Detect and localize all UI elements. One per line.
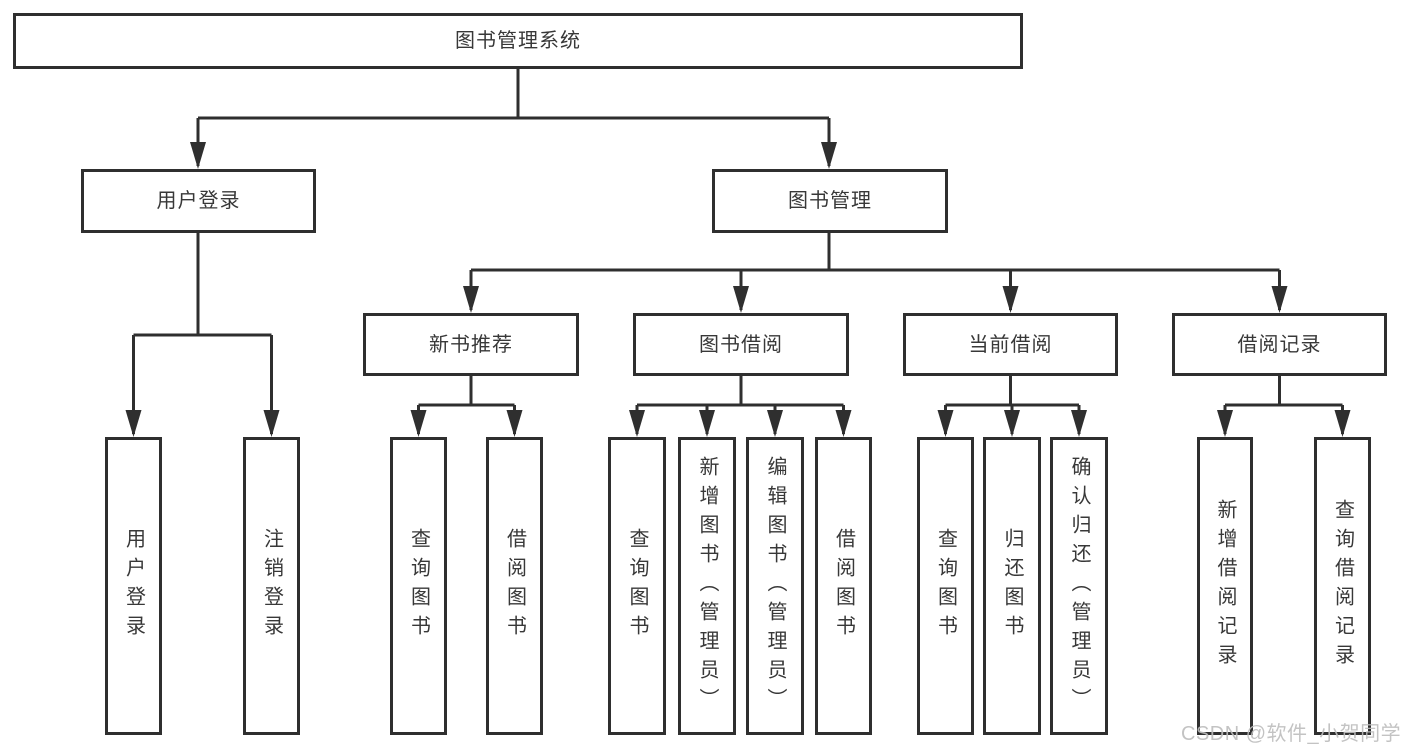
node-book-management-label: 图书管理	[788, 190, 872, 212]
node-root-label: 图书管理系统	[455, 30, 581, 52]
node-new-book-recommend-label: 新书推荐	[429, 333, 513, 356]
leaf-confirm-return-admin-label: 确认归还（管理员）	[1068, 455, 1090, 717]
leaf-add-book-admin: 新增图书（管理员）	[678, 437, 736, 735]
leaf-add-borrow-record-label: 新增借阅记录	[1214, 499, 1236, 673]
node-user-login: 用户登录	[81, 169, 316, 233]
leaf-confirm-return-admin: 确认归还（管理员）	[1050, 437, 1108, 735]
leaf-query-books-current: 查询图书	[917, 437, 974, 735]
leaf-query-books-borrow: 查询图书	[608, 437, 666, 735]
node-user-login-label: 用户登录	[156, 190, 241, 212]
leaf-borrow-books: 借阅图书	[815, 437, 872, 735]
leaf-borrow-books-recommend-label: 借阅图书	[503, 528, 526, 644]
leaf-query-books-recommend-label: 查询图书	[407, 528, 430, 644]
node-current-borrow-label: 当前借阅	[968, 333, 1053, 356]
leaf-query-borrow-record-label: 查询借阅记录	[1331, 499, 1354, 673]
leaf-add-book-admin-label: 新增图书（管理员）	[696, 455, 718, 717]
leaf-logout-label: 注销登录	[260, 528, 283, 644]
node-borrow-records: 借阅记录	[1172, 313, 1387, 376]
leaf-query-books-borrow-label: 查询图书	[626, 528, 648, 644]
node-book-borrow-label: 图书借阅	[699, 333, 783, 356]
leaf-query-borrow-record: 查询借阅记录	[1314, 437, 1371, 735]
leaf-logout: 注销登录	[243, 437, 300, 735]
leaf-borrow-books-recommend: 借阅图书	[486, 437, 543, 735]
leaf-return-books-label: 归还图书	[1001, 528, 1023, 644]
node-new-book-recommend: 新书推荐	[363, 313, 579, 376]
node-borrow-records-label: 借阅记录	[1237, 333, 1322, 356]
leaf-query-books-recommend: 查询图书	[390, 437, 447, 735]
node-root: 图书管理系统	[13, 13, 1023, 69]
leaf-edit-book-admin: 编辑图书（管理员）	[746, 437, 804, 735]
leaf-add-borrow-record: 新增借阅记录	[1197, 437, 1253, 735]
csdn-watermark: CSDN @软件_小贺同学	[1181, 723, 1402, 745]
leaf-return-books: 归还图书	[983, 437, 1041, 735]
leaf-user-login-label: 用户登录	[122, 528, 145, 644]
leaf-borrow-books-label: 借阅图书	[832, 528, 855, 644]
leaf-user-login: 用户登录	[105, 437, 162, 735]
connector-tree	[125, 69, 1351, 437]
leaf-edit-book-admin-label: 编辑图书（管理员）	[764, 455, 786, 717]
node-book-borrow: 图书借阅	[633, 313, 849, 376]
node-book-management: 图书管理	[712, 169, 948, 233]
leaf-query-books-current-label: 查询图书	[934, 528, 957, 644]
node-current-borrow: 当前借阅	[903, 313, 1118, 376]
